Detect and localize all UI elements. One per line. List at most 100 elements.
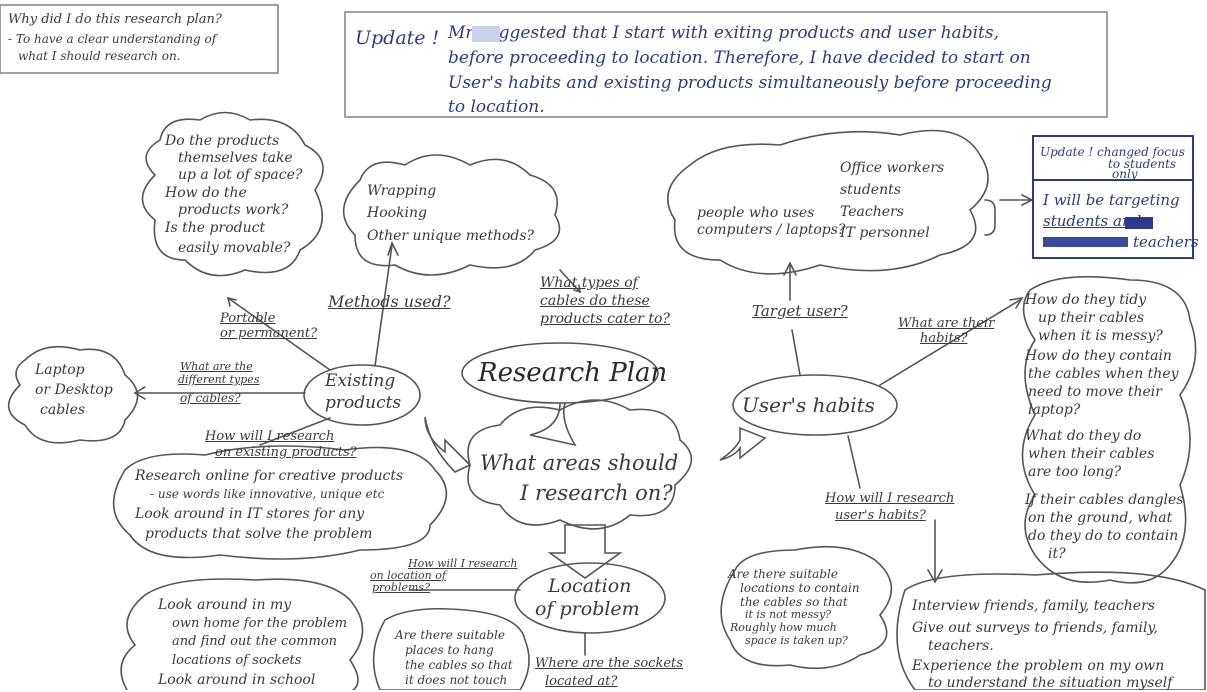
habits-label: habits? — [920, 331, 968, 346]
habit-question: it? — [1048, 546, 1066, 562]
location-research-label: problems? — [372, 581, 430, 594]
existing-products-title: products — [325, 393, 402, 413]
space-question: products work? — [178, 202, 289, 218]
why-answer-line: what I should research on. — [18, 49, 181, 63]
focus-update: Update ! changed focus — [1040, 145, 1185, 159]
habit-question: when it is messy? — [1038, 328, 1163, 344]
arrow-to-users — [719, 426, 767, 461]
sockets-label: Where are the sockets — [535, 656, 683, 671]
habit-question: are too long? — [1028, 464, 1122, 480]
why-question: Why did I do this research plan? — [8, 12, 222, 27]
users-research-item: Give out surveys to friends, family, — [912, 620, 1158, 636]
research-existing-cloud — [112, 445, 448, 560]
cables-label: What types of — [540, 275, 638, 291]
types-label: different types — [178, 373, 260, 386]
hang-item: places to hang — [405, 643, 494, 657]
users-research-item: Experience the problem on my own — [912, 658, 1165, 674]
method-item: Hooking — [367, 205, 428, 221]
research-plan-title: Research Plan — [478, 358, 668, 388]
suitable-item: Roughly how much — [730, 621, 837, 634]
suitable-item: it is not messy? — [745, 608, 832, 621]
location-research-item: Look around in my — [158, 597, 292, 613]
location-research-cloud — [120, 578, 364, 690]
existing-research-item: Look around in IT stores for any — [135, 506, 365, 522]
hang-cloud — [372, 608, 530, 690]
cables-label: cables do these — [540, 293, 650, 309]
space-question: Is the product — [165, 220, 266, 236]
update-line: User's habits and existing products simu… — [448, 73, 1052, 93]
methods-label: Methods used? — [328, 292, 451, 311]
location-research-item: own home for the problem — [172, 616, 348, 631]
what-areas-line: What areas should — [480, 451, 679, 475]
users-habits-bubble — [732, 374, 898, 436]
suitable-item: space is taken up? — [745, 634, 848, 647]
habits-label: What are their — [898, 316, 995, 331]
habit-question: do they do to contain — [1028, 528, 1179, 544]
target-item: Office workers — [840, 160, 945, 176]
suitable-item: Are there suitable — [728, 567, 838, 581]
research-users-cloud — [896, 571, 1206, 690]
users-research-item: Interview friends, family, teachers — [912, 598, 1155, 614]
habit-question: How do they tidy — [1025, 292, 1147, 308]
location-research-label: on location of — [370, 569, 446, 582]
types-label: What are the — [180, 360, 253, 373]
habit-question: need to move their — [1028, 384, 1162, 400]
focus-text: teachers — [1133, 233, 1199, 251]
types-item: Laptop — [35, 362, 85, 378]
habit-question: What do they do — [1025, 428, 1142, 444]
focus-update: to students — [1108, 157, 1177, 171]
focus-update: only — [1112, 167, 1138, 181]
space-cloud — [141, 111, 324, 277]
target-left: people who uses — [697, 205, 815, 221]
types-label: of cables? — [180, 391, 241, 405]
focus-text: I will be targeting — [1043, 191, 1180, 209]
update-line: to location. — [448, 97, 545, 117]
arrow-to-existing — [424, 416, 472, 473]
why-answer-line: - To have a clear understanding of — [8, 32, 217, 46]
location-research-label: How will I research — [408, 557, 518, 570]
types-item: or Desktop — [35, 382, 113, 398]
arrow-down-curl — [529, 402, 577, 447]
users-research-item: teachers. — [928, 638, 994, 654]
sockets-label: located at? — [545, 674, 618, 689]
existing-research-item: - use words like innovative, unique etc — [150, 487, 385, 501]
method-item: Wrapping — [367, 183, 437, 199]
suitable-cloud — [720, 545, 893, 670]
focus-text: students and — [1043, 212, 1142, 230]
cables-label: products cater to? — [540, 311, 670, 327]
hang-item: the cables so that — [405, 658, 513, 672]
users-habits-title: User's habits — [742, 393, 875, 417]
space-question: up a lot of space? — [178, 167, 303, 183]
habit-question: How do they contain — [1025, 348, 1172, 364]
target-left: computers / laptops? — [697, 222, 846, 238]
existing-products-title: Existing — [325, 371, 396, 391]
portable-label: or permanent? — [220, 326, 318, 341]
location-research-item: and find out the common — [172, 634, 338, 649]
existing-research-item: Research online for creative products — [135, 468, 404, 484]
target-label: Target user? — [752, 302, 848, 320]
location-bubble — [514, 562, 666, 634]
existing-products-bubble — [303, 364, 421, 426]
habit-question: laptop? — [1028, 402, 1081, 418]
update-box — [344, 11, 1108, 118]
target-cloud — [666, 129, 989, 275]
space-question: Do the products — [165, 133, 280, 149]
redaction-mark — [472, 26, 500, 42]
suitable-item: locations to contain — [740, 581, 860, 595]
location-research-item: Look around in school — [158, 672, 316, 688]
habit-question: when their cables — [1028, 446, 1155, 462]
location-title: of problem — [535, 598, 640, 620]
why-box — [0, 4, 279, 74]
method-item: Other unique methods? — [367, 228, 535, 244]
arrow-to-location — [547, 524, 623, 579]
habit-question: If their cables dangles — [1025, 492, 1184, 508]
target-item: Teachers — [840, 204, 904, 220]
space-question: How do the — [165, 185, 247, 201]
redaction-mark — [1043, 237, 1128, 247]
existing-research-label: on existing products? — [215, 445, 357, 460]
location-research-item: locations of sockets — [172, 653, 302, 668]
location-title: Location — [548, 575, 632, 597]
habit-question: on the ground, what — [1028, 510, 1173, 526]
portable-label: Portable — [220, 311, 276, 326]
users-research-label: user's habits? — [835, 508, 926, 523]
